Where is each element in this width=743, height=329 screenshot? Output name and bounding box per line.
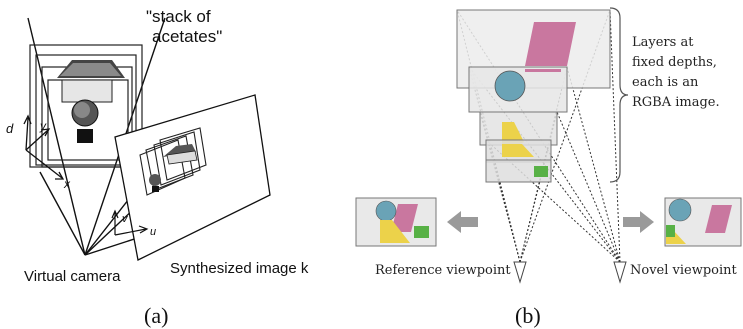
note-line-2: fixed depths,: [632, 55, 717, 70]
left-arrow-icon: [447, 211, 478, 233]
reference-view-image: [355, 197, 437, 247]
axis-label-u: u: [150, 226, 156, 238]
axes-dyx: [23, 114, 65, 180]
axis-label-d: d: [6, 121, 14, 136]
axis-label-x: x: [63, 177, 71, 191]
reference-viewpoint-label: Reference viewpoint: [375, 263, 511, 278]
synthesized-image-plane: [114, 94, 271, 261]
reference-viewpoint-cone: [513, 261, 527, 284]
novel-viewpoint-cone: [613, 261, 627, 284]
axis-label-v: v: [122, 213, 129, 225]
panel-a: d y x v u "stack of acetates" Virt: [6, 7, 309, 328]
axes-uv: [111, 209, 149, 236]
axis-label-y: y: [39, 119, 47, 133]
novel-viewpoint-label: Novel viewpoint: [630, 263, 738, 278]
pink-parallelogram: [525, 22, 576, 66]
pink-edge: [525, 69, 561, 72]
rgba-layers: [456, 9, 611, 183]
layers-brace: [609, 7, 629, 183]
note-line-3: each is an: [632, 75, 699, 90]
warped-house: [149, 144, 198, 192]
ball-layer-image: [71, 99, 99, 143]
caption-b: (b): [515, 303, 541, 328]
house-layer-image: [57, 60, 125, 103]
green-square: [534, 166, 548, 177]
novel-view-image: [664, 197, 742, 247]
panel-b: Layers at fixed depths, each is an RGBA …: [355, 7, 742, 328]
warped-stack: [139, 127, 207, 196]
note-line-1: Layers at: [632, 35, 694, 50]
right-arrow-icon: [623, 211, 654, 233]
virtual-camera-label: Virtual camera: [24, 268, 121, 285]
stack-label-line1: "stack of: [146, 7, 211, 26]
yellow-triangle: [502, 144, 534, 157]
teal-circle: [494, 70, 526, 102]
caption-a: (a): [144, 303, 168, 328]
stack-label-line2: acetates": [152, 27, 222, 46]
note-line-4: RGBA image.: [632, 95, 720, 110]
synthesized-image-label: Synthesized image k: [170, 260, 309, 277]
acetate-planes: [29, 44, 143, 168]
